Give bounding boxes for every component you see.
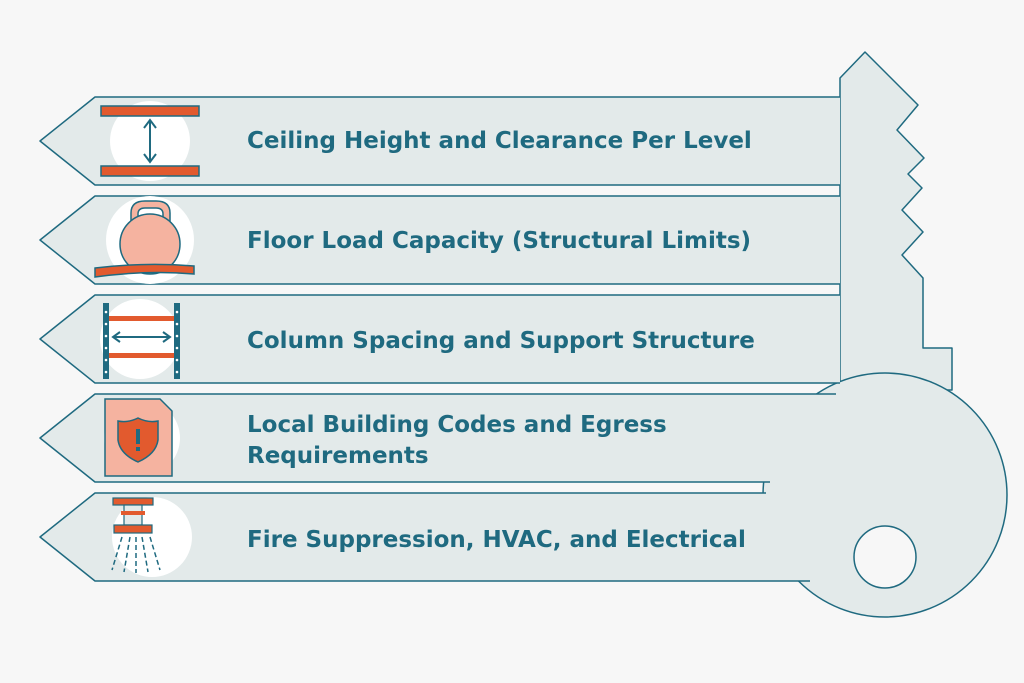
banner-arrow-2 xyxy=(39,195,840,285)
kettlebell-weight-icon xyxy=(94,196,195,284)
key-hole xyxy=(853,525,917,589)
item-label-fire-suppression: Fire Suppression, HVAC, and Electrical xyxy=(247,527,746,553)
banner-arrow-4 xyxy=(39,393,836,483)
column-spacing-rack-icon xyxy=(100,299,180,379)
key-graphic xyxy=(762,51,1008,618)
warning-shield-document-icon xyxy=(104,398,180,477)
item-label-column-spacing: Column Spacing and Support Structure xyxy=(247,328,755,354)
ceiling-height-icon xyxy=(100,101,200,181)
item-label-building-codes-line2: Requirements xyxy=(247,443,429,469)
fire-sprinkler-icon xyxy=(111,497,192,577)
item-label-building-codes-line1: Local Building Codes and Egress xyxy=(247,412,667,438)
banner-arrow-1 xyxy=(39,96,840,186)
banner-arrow-3 xyxy=(39,294,840,384)
item-label-ceiling-height: Ceiling Height and Clearance Per Level xyxy=(247,128,752,154)
item-label-floor-load: Floor Load Capacity (Structural Limits) xyxy=(247,228,752,254)
arrow-banners xyxy=(39,96,840,582)
banner-arrow-5 xyxy=(39,492,810,582)
